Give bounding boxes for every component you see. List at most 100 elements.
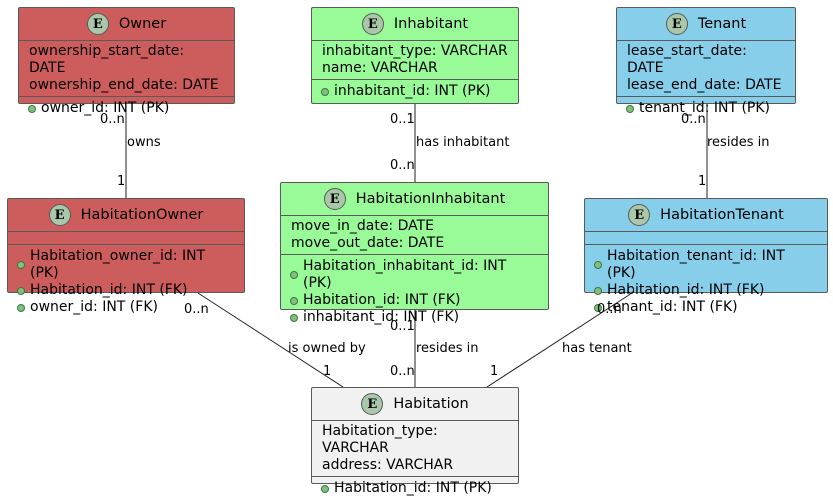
cardinality-label: 0..1 [390,319,415,334]
entity-header: E Owner [19,8,234,41]
entity-title: Habitation [393,396,469,412]
key-label: Habitation_id: INT (FK) [303,292,461,308]
entity-keys: tenant_id: INT (PK) [617,97,795,120]
entity-attributes: inhabitant_type: VARCHAR name: VARCHAR [312,41,518,80]
relation-label-is-owned-by: is owned by [288,341,366,356]
key-label: Habitation_id: INT (FK) [30,282,188,298]
key-icon [290,296,298,305]
entity-badge-icon: E [628,204,651,226]
attribute: Habitation_type: VARCHAR [322,423,438,456]
relationship-lines [125,104,708,388]
key-label: Habitation_inhabitant_id: INT (PK) [303,258,507,291]
key-icon [626,104,634,113]
cardinality-label: 1 [698,174,707,189]
cardinality-label: 1 [117,174,126,189]
entity-header: E Habitation [312,388,518,421]
key-icon [594,303,602,312]
relation-label-has-inhabitant: has inhabitant [416,135,510,150]
key-row: Habitation_id: INT (FK) [290,292,538,309]
entity-title: Owner [118,16,167,32]
cardinality-label: 0..n [184,302,209,317]
entity-attributes [585,232,827,245]
key-row: owner_id: INT (FK) [17,299,234,316]
key-row: Habitation_id: INT (FK) [594,282,817,299]
entity-habitation-inhabitant: E HabitationInhabitant move_in_date: DAT… [280,182,549,325]
relation-label-resides-in: resides in [416,341,479,356]
cardinality-label: 0..n [390,364,415,379]
key-label: owner_id: INT (FK) [30,299,158,315]
key-label: Habitation_id: INT (FK) [607,282,765,298]
relation-label-resides-in-tenant: resides in [707,135,770,150]
key-row: Habitation_tenant_id: INT (PK) [594,248,817,282]
entity-title: HabitationOwner [80,207,204,223]
entity-title: HabitationInhabitant [355,191,506,207]
key-icon [594,261,602,269]
key-label: tenant_id: INT (PK) [639,100,771,116]
key-icon [28,104,36,113]
attribute: lease_end_date: DATE [627,77,782,93]
key-label: tenant_id: INT (FK) [607,299,738,315]
attribute: move_in_date: DATE [291,218,435,234]
entity-title: HabitationTenant [660,207,784,223]
relation-label-owns: owns [127,135,161,150]
key-icon [290,271,298,279]
cardinality-label: 0..n [681,112,706,127]
key-row: tenant_id: INT (FK) [594,299,817,316]
entity-header: E Tenant [617,8,795,41]
attribute: inhabitant_type: VARCHAR [322,43,508,59]
line-has-tenant [486,292,633,388]
entity-badge-icon: E [361,393,384,415]
key-row: owner_id: INT (PK) [28,100,224,117]
entity-keys: Habitation_inhabitant_id: INT (PK) Habit… [281,255,548,329]
key-row: Habitation_owner_id: INT (PK) [17,248,234,282]
er-diagram: E Owner ownership_start_date: DATE owner… [7,7,828,496]
key-label: Habitation_owner_id: INT (PK) [30,248,206,281]
key-icon [594,286,602,295]
entity-header: E HabitationInhabitant [281,183,548,216]
cardinality-label: 0..n [597,302,622,317]
key-icon [17,303,25,312]
entity-owner: E Owner ownership_start_date: DATE owner… [18,7,235,116]
entity-attributes [8,232,244,245]
entity-attributes: ownership_start_date: DATE ownership_end… [19,41,234,97]
entity-tenant: E Tenant lease_start_date: DATE lease_en… [616,7,796,116]
key-row: inhabitant_id: INT (PK) [321,83,508,100]
line-is-owned-by [197,292,344,388]
entity-title: Inhabitant [393,16,469,32]
key-icon [17,286,25,295]
entity-title: Tenant [697,16,747,32]
entity-habitation: E Habitation Habitation_type: VARCHAR ad… [311,387,519,496]
cardinality-label: 0..n [390,158,415,173]
attribute: ownership_end_date: DATE [29,77,219,93]
key-label: owner_id: INT (PK) [41,100,170,116]
entity-keys: owner_id: INT (PK) [19,97,234,120]
cardinality-label: 0..n [100,112,125,127]
key-label: inhabitant_id: INT (PK) [334,83,491,99]
key-row: Habitation_id: INT (FK) [17,282,234,299]
key-icon [290,313,298,322]
entity-header: E HabitationOwner [8,199,244,232]
attribute: move_out_date: DATE [291,235,445,251]
entity-badge-icon: E [665,13,688,35]
attribute: lease_start_date: DATE [627,43,747,76]
entity-attributes: lease_start_date: DATE lease_end_date: D… [617,41,795,97]
attribute: ownership_start_date: DATE [29,43,185,76]
cardinality-label: 1 [323,364,332,379]
entity-keys: Habitation_tenant_id: INT (PK) Habitatio… [585,245,827,319]
cardinality-label: 0..1 [390,112,415,127]
attribute: address: VARCHAR [322,457,454,473]
entity-badge-icon: E [361,13,384,35]
entity-habitation-owner: E HabitationOwner Habitation_owner_id: I… [7,198,245,315]
attribute: name: VARCHAR [322,60,438,76]
relation-label-has-tenant: has tenant [562,341,632,356]
entity-badge-icon: E [323,188,346,210]
key-row: Habitation_inhabitant_id: INT (PK) [290,258,538,292]
key-icon [17,261,25,269]
entity-keys: inhabitant_id: INT (PK) [312,80,518,103]
entity-attributes: move_in_date: DATE move_out_date: DATE [281,216,548,255]
entity-header: E HabitationTenant [585,199,827,232]
key-icon [321,87,329,96]
entity-attributes: Habitation_type: VARCHAR address: VARCHA… [312,421,518,477]
cardinality-label: 1 [490,364,499,379]
key-row: inhabitant_id: INT (FK) [290,309,538,326]
